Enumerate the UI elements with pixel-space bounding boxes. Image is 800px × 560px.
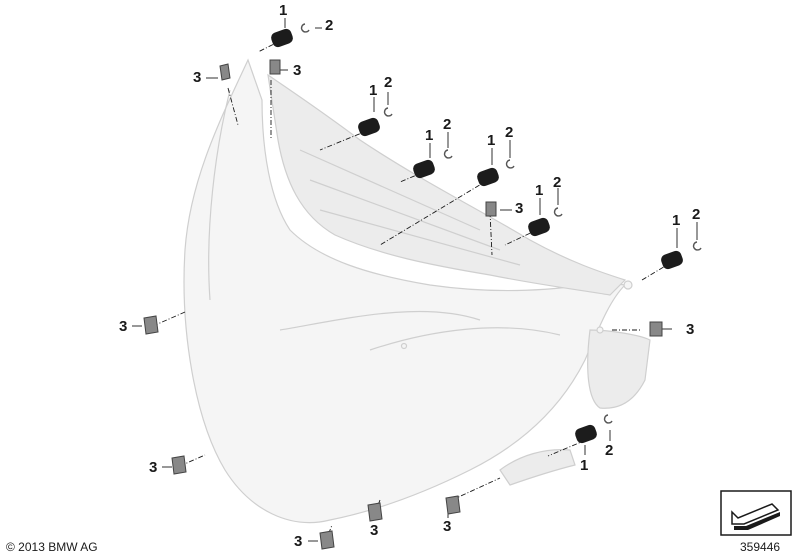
callout-part-3: 3 [193, 69, 202, 86]
callout-part-1: 1 [672, 212, 681, 229]
reference-arrow-icon [720, 490, 792, 536]
bracket-parts [143, 59, 663, 550]
callout-part-2: 2 [384, 74, 393, 91]
spring-clip-icon [505, 159, 515, 169]
callout-part-1: 1 [487, 132, 496, 149]
clip-parts [300, 23, 702, 424]
rubber-grommet-icon [528, 217, 550, 237]
callout-part-2: 2 [443, 116, 452, 133]
callout-part-2: 2 [553, 174, 562, 191]
callout-part-1: 1 [535, 182, 544, 199]
assembly-lines [132, 18, 698, 544]
callout-part-1: 1 [369, 82, 378, 99]
rubber-grommet-icon [661, 250, 683, 270]
copyright-notice: © 2013 BMW AG [6, 540, 98, 554]
diagram-number: 359446 [740, 540, 781, 554]
callout-part-3: 3 [149, 459, 158, 476]
callout-part-2: 2 [692, 206, 701, 223]
clip-nut-icon [269, 59, 281, 75]
clip-nut-icon [649, 321, 663, 337]
rubber-grommet-icon [477, 167, 499, 187]
grommet-parts [271, 28, 683, 444]
clip-nut-icon [367, 502, 383, 522]
spring-clip-icon [300, 23, 310, 33]
spring-clip-icon [553, 207, 563, 217]
clip-nut-icon [319, 530, 335, 550]
callout-part-3: 3 [370, 522, 379, 539]
clip-nut-icon [445, 495, 461, 515]
callout-part-2: 2 [325, 17, 334, 34]
rubber-grommet-icon [358, 117, 380, 137]
headlight-housing [183, 58, 651, 524]
callout-part-3: 3 [294, 533, 303, 550]
callout-part-1: 1 [580, 457, 589, 474]
callout-part-2: 2 [505, 124, 514, 141]
spring-clip-icon [383, 107, 393, 117]
callout-part-3: 3 [515, 200, 524, 217]
callout-part-3: 3 [293, 62, 302, 79]
callout-part-2: 2 [605, 442, 614, 459]
callout-part-3: 3 [443, 518, 452, 535]
rubber-grommet-icon [271, 28, 293, 48]
callout-part-1: 1 [425, 127, 434, 144]
rubber-grommet-icon [575, 424, 597, 444]
clip-nut-icon [171, 455, 187, 475]
callout-part-3: 3 [119, 318, 128, 335]
clip-nut-icon [219, 63, 231, 81]
callout-part-3: 3 [686, 321, 695, 338]
callout-part-1: 1 [279, 2, 288, 19]
spring-clip-icon [692, 241, 702, 251]
clip-nut-icon [485, 201, 497, 217]
rubber-grommet-icon [413, 159, 435, 179]
spring-clip-icon [603, 414, 613, 424]
spring-clip-icon [443, 149, 453, 159]
clip-nut-icon [143, 315, 159, 335]
